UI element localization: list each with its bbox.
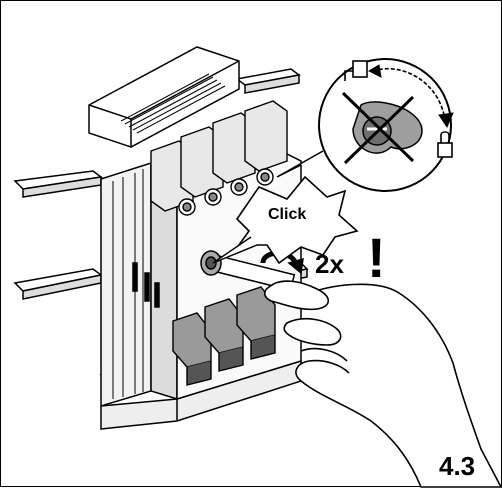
forbidden-cross-icon xyxy=(341,91,415,165)
open-lock-icon xyxy=(344,60,368,81)
rotation-arc-arrow xyxy=(372,67,446,122)
step-number: 4.3 xyxy=(439,451,475,481)
top-vents xyxy=(120,73,226,134)
repeat-count-label: 2x xyxy=(315,249,344,279)
warning-mark: ! xyxy=(367,226,386,289)
terminal-blocks xyxy=(150,100,288,216)
lower-contacts xyxy=(172,286,276,386)
closed-lock-icon xyxy=(437,131,453,158)
click-bubble xyxy=(212,175,359,265)
detail-magnifier xyxy=(276,58,454,192)
click-label: Click xyxy=(268,206,306,223)
hand-illustration xyxy=(263,280,502,488)
